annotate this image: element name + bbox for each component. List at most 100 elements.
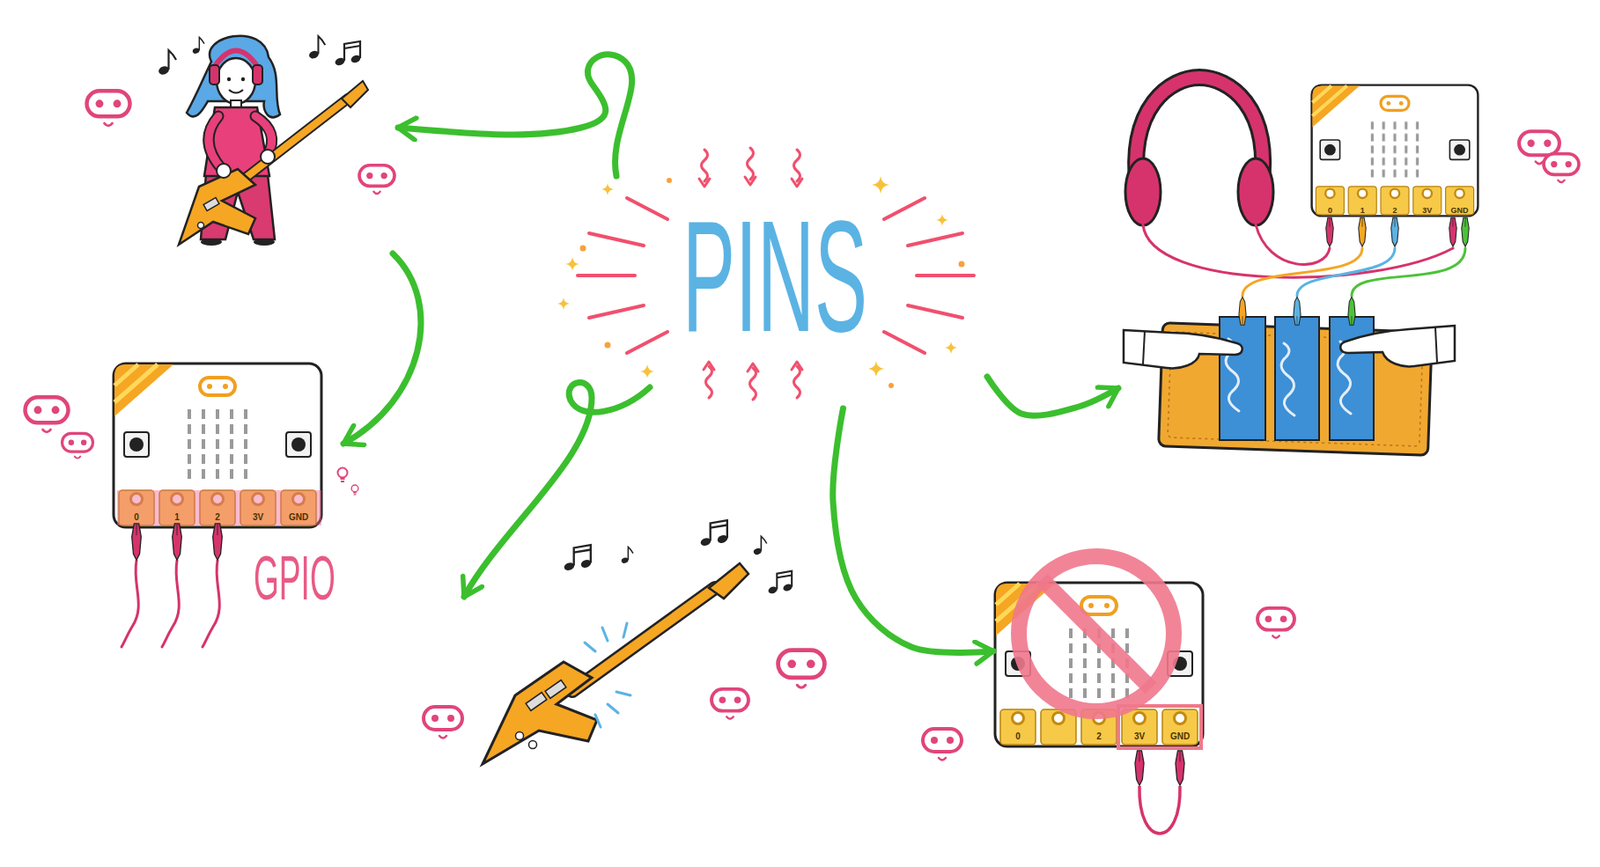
gpio-board-drawing <box>351 485 359 495</box>
headphone-setup-drawing <box>1142 224 1453 278</box>
guitarist-figure <box>252 65 263 85</box>
headphone-setup-drawing <box>1449 217 1457 247</box>
guitarist-figure <box>198 222 205 229</box>
guitar-drawing <box>516 732 524 741</box>
burst-squiggles <box>791 178 803 187</box>
guitar-drawing <box>572 588 716 692</box>
face-doodles <box>778 650 826 689</box>
gpio-board-drawing <box>202 560 220 648</box>
gpio-label: GPIO <box>253 547 336 610</box>
burst-rays <box>907 233 963 246</box>
burst-rays <box>589 233 644 246</box>
face-doodles <box>711 689 749 720</box>
headphone-setup-drawing <box>1225 339 1351 416</box>
guitarist-figure <box>208 116 222 170</box>
guitarist-figure <box>191 36 205 55</box>
burst-sparkles <box>666 177 672 184</box>
burst-sparkles <box>871 176 890 194</box>
pin-label: GND <box>1451 206 1469 215</box>
headphone-setup-drawing <box>1351 248 1466 296</box>
guitarist-figure <box>241 77 245 82</box>
pin-label: 2 <box>1096 731 1102 742</box>
face-doodles <box>423 707 463 739</box>
face-doodles <box>25 397 69 433</box>
pin-label: 3V <box>252 512 264 523</box>
burst-sparkles <box>936 213 949 227</box>
pin-label-cell: 0 <box>1307 200 1352 217</box>
burst-squiggles <box>706 366 713 399</box>
burst-sparkles <box>640 364 655 379</box>
pin-label-cell: 3V <box>1405 200 1450 217</box>
face-doodles <box>62 433 94 458</box>
guitar-drawing <box>708 563 749 599</box>
pin-label: 1 <box>174 512 180 523</box>
headphone-setup-drawing <box>1326 217 1334 247</box>
headphone-setup-drawing <box>1297 248 1395 296</box>
headphone-setup-drawing <box>1348 296 1356 325</box>
pin-label: 3V <box>1422 206 1432 215</box>
short-circuit-board: 023VGND <box>993 581 1205 749</box>
short-circuit-warning-drawing <box>1175 751 1185 786</box>
burst-squiggles <box>701 149 708 182</box>
headphone-setup-drawing <box>1312 85 1479 217</box>
guitarist-figure <box>216 163 231 178</box>
guitar-drawing <box>602 627 608 642</box>
gpio-board-drawing <box>113 363 359 648</box>
pins-burst: PINS <box>563 143 988 409</box>
burst-rays <box>907 305 963 318</box>
pin-label: 1 <box>1360 206 1365 215</box>
burst-sparkles <box>557 297 570 310</box>
guitarist-figure <box>178 169 256 245</box>
guitar-drawing <box>482 520 794 765</box>
short-circuit-warning-drawing <box>1018 556 1174 712</box>
burst-rays <box>884 331 925 354</box>
flow-arrows <box>464 383 650 598</box>
guitarist-figure <box>209 65 220 85</box>
headphone-setup-drawing <box>1125 158 1161 226</box>
pin-label: GND <box>1170 731 1190 742</box>
face-doodles <box>25 90 1580 760</box>
burst-rays <box>589 305 644 318</box>
guitarist-figure <box>157 50 177 76</box>
gpio-board-drawing <box>213 523 223 561</box>
guitarist-figure <box>157 36 369 246</box>
guitarist-figure <box>208 116 222 170</box>
short-circuit-warning-drawing <box>1118 706 1202 749</box>
burst-sparkles <box>868 361 885 377</box>
guitar-drawing <box>623 623 627 638</box>
guitar-drawing <box>607 704 619 714</box>
burst-squiggles <box>747 147 754 180</box>
headphone-setup-drawing <box>1219 317 1266 441</box>
burst-rays <box>884 198 925 220</box>
guitar-drawing <box>584 623 631 728</box>
guitar-drawing <box>584 642 596 652</box>
flow-arrows <box>343 253 421 444</box>
pin-label: GND <box>288 512 309 523</box>
guitarist-figure <box>203 198 220 212</box>
burst-sparkles <box>944 341 958 354</box>
pin-label: 0 <box>133 512 140 523</box>
face-doodles <box>922 729 962 761</box>
pin-label-cell: GND <box>1437 200 1483 217</box>
flow-arrows <box>398 54 633 177</box>
gpio-board-drawing <box>113 363 322 528</box>
headphone-setup-drawing <box>1123 330 1243 369</box>
pin-label: 0 <box>1327 206 1333 215</box>
guitarist-figure <box>228 89 244 94</box>
guitar-drawing <box>595 715 601 728</box>
burst-sparkles <box>580 245 587 252</box>
headphone-setup-drawing <box>1142 331 1145 365</box>
gpio-board: 0123VGND <box>111 361 324 530</box>
pin-label-cell: 1 <box>1340 200 1385 217</box>
burst-rays <box>577 273 635 278</box>
gpio-board-drawing <box>162 560 179 648</box>
guitar-drawing <box>525 693 547 712</box>
burst-sparkles <box>557 176 966 389</box>
short-circuit-warning-drawing <box>1041 579 1151 689</box>
headphone-setup-drawing <box>1275 317 1320 441</box>
guitarist-figure <box>253 238 275 246</box>
burst-sparkles <box>565 257 580 272</box>
guitar-drawing <box>752 536 767 556</box>
